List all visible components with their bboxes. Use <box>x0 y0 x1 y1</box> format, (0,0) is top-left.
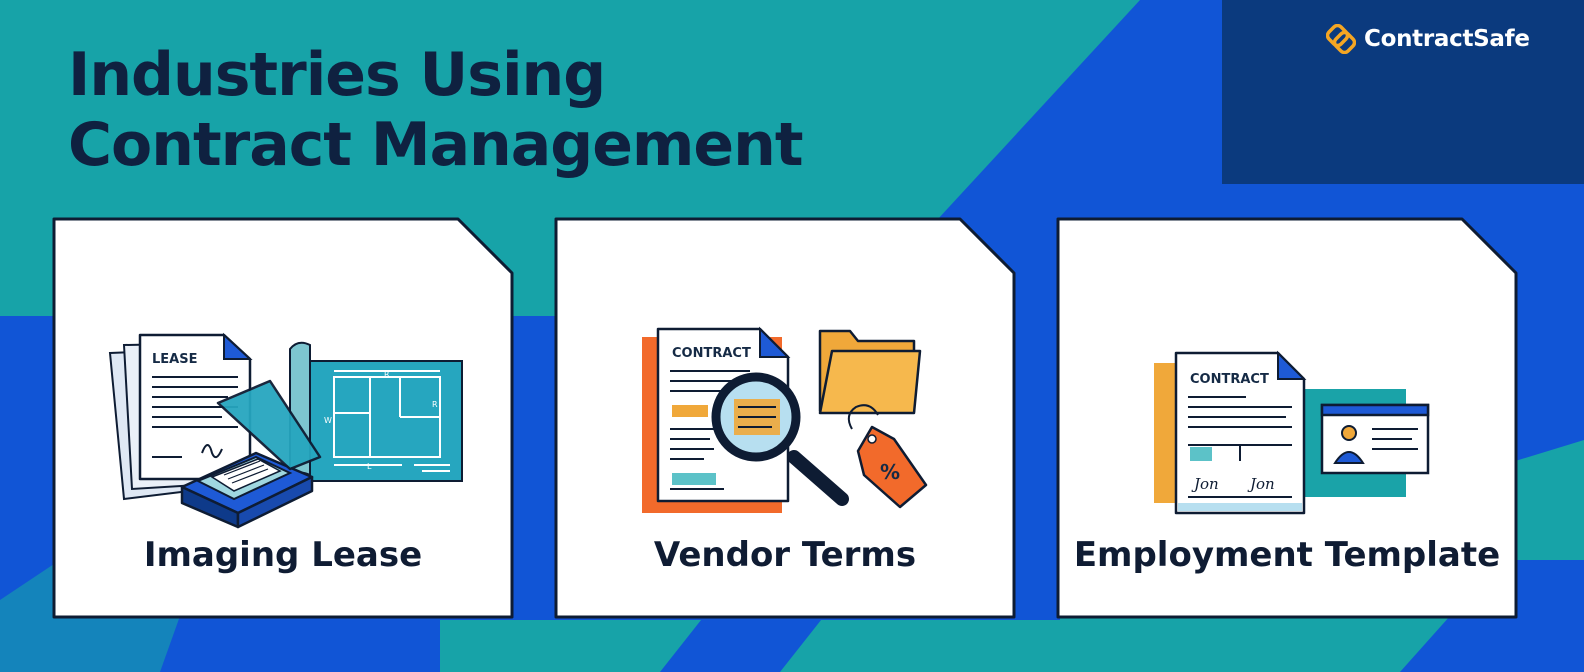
signature-icon: Jon <box>1191 475 1219 493</box>
blueprint-mark: L <box>367 462 372 471</box>
card-label: Employment Template <box>1073 535 1501 575</box>
card-label: Imaging Lease <box>143 535 423 575</box>
lease-heading: LEASE <box>152 352 197 367</box>
lease-document-icon: LEASE <box>108 332 253 501</box>
person-icon <box>1333 425 1365 464</box>
contract-document-icon: CONTRACT Jon Jon <box>1174 350 1307 515</box>
industry-card-vendor-terms[interactable]: CONTRACT <box>554 217 1016 619</box>
price-tag-icon: % <box>847 404 928 509</box>
imaging-lease-illustration: LEASE <box>108 332 463 529</box>
contract-heading: CONTRACT <box>1190 372 1269 387</box>
title-line-1: Industries Using <box>68 40 606 110</box>
blueprint-icon: R R W L <box>289 341 463 482</box>
contractsafe-logo-icon <box>1326 24 1356 54</box>
card-label: Vendor Terms <box>653 535 917 575</box>
signature-icon <box>201 444 223 459</box>
magnifier-icon <box>711 372 849 506</box>
brand-logo: ContractSafe <box>1326 24 1530 54</box>
folder-icon <box>818 329 922 415</box>
vendor-terms-illustration: CONTRACT <box>642 326 928 513</box>
id-card-icon <box>1320 403 1430 475</box>
signature-icon: Jon <box>1247 475 1275 493</box>
brand-name: ContractSafe <box>1364 26 1530 52</box>
title-line-2: Contract Management <box>68 110 804 180</box>
employment-template-illustration: CONTRACT Jon Jon <box>1154 350 1430 515</box>
tag-text: % <box>880 460 900 484</box>
blueprint-mark: W <box>324 416 332 425</box>
industry-card-imaging-lease[interactable]: LEASE <box>52 217 514 619</box>
blueprint-mark: R <box>384 370 390 379</box>
blueprint-mark: R <box>432 400 438 409</box>
contract-heading: CONTRACT <box>672 346 751 361</box>
scanner-icon <box>180 379 322 529</box>
industry-card-employment-template[interactable]: CONTRACT Jon Jon <box>1056 217 1518 619</box>
page-title: Industries Using Contract Management <box>68 40 804 180</box>
